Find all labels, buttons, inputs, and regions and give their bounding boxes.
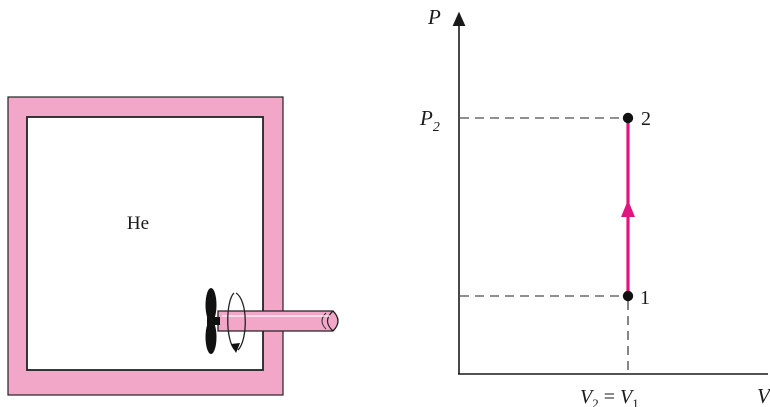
volume-v1-base: V bbox=[620, 386, 635, 407]
p2-tick-label: P2 bbox=[419, 106, 440, 135]
gas-label: He bbox=[127, 213, 149, 234]
state-point-1-label: 1 bbox=[640, 287, 650, 309]
volume-tick-label: V2 = V1 bbox=[580, 386, 639, 407]
volume-equals: = bbox=[599, 386, 620, 407]
volume-v1-subscript: 1 bbox=[632, 396, 639, 407]
volume-v2-base: V bbox=[580, 386, 595, 407]
x-axis-label: V bbox=[757, 384, 770, 407]
process-direction-arrow-icon bbox=[621, 200, 635, 217]
y-axis-label: P bbox=[427, 5, 441, 29]
pv-diagram: P V P2 V2 = V1 2 1 bbox=[419, 5, 770, 407]
state-point-1 bbox=[622, 290, 634, 302]
volume-v2-subscript: 2 bbox=[592, 396, 599, 407]
rotation-arrow-icon bbox=[227, 292, 246, 353]
paddle-shaft bbox=[217, 310, 339, 332]
rigid-tank: He bbox=[7, 96, 284, 396]
state-point-2-label: 2 bbox=[641, 108, 651, 130]
tank-interior bbox=[26, 116, 264, 371]
paddle-wheel-icon bbox=[205, 288, 220, 354]
state-point-2 bbox=[622, 112, 634, 124]
p2-tick-base: P bbox=[419, 106, 433, 130]
p2-tick-subscript: 2 bbox=[433, 120, 440, 135]
